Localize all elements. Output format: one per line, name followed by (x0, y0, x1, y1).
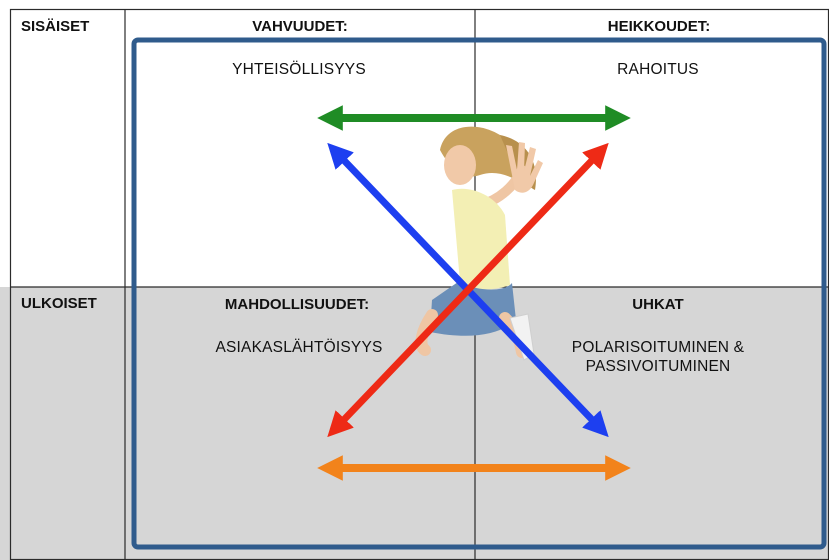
internal-row-label: SISÄISET (21, 18, 90, 35)
blue-frame (131, 37, 827, 550)
weaknesses-title: HEIKKOUDET: (607, 18, 711, 35)
strengths-item: YHTEISÖLLISYYS (232, 61, 366, 78)
opportunities-title: MAHDOLLISUUDET: (224, 296, 370, 313)
red-diagonal-arrow-icon (327, 142, 609, 438)
weaknesses-item: RAHOITUS (617, 61, 699, 78)
threats-item-line2: PASSIVOITUMINEN (585, 358, 731, 375)
jumping-girl-photo (415, 126, 543, 361)
threats-item-line1: POLARISOITUMINEN & (571, 339, 745, 356)
opportunities-item: ASIAKASLÄHTÖISYYS (215, 339, 383, 356)
external-row-label: ULKOISET (21, 295, 97, 312)
threats-title: UHKAT (632, 296, 684, 313)
strengths-title: VAHVUUDET: (252, 18, 348, 35)
